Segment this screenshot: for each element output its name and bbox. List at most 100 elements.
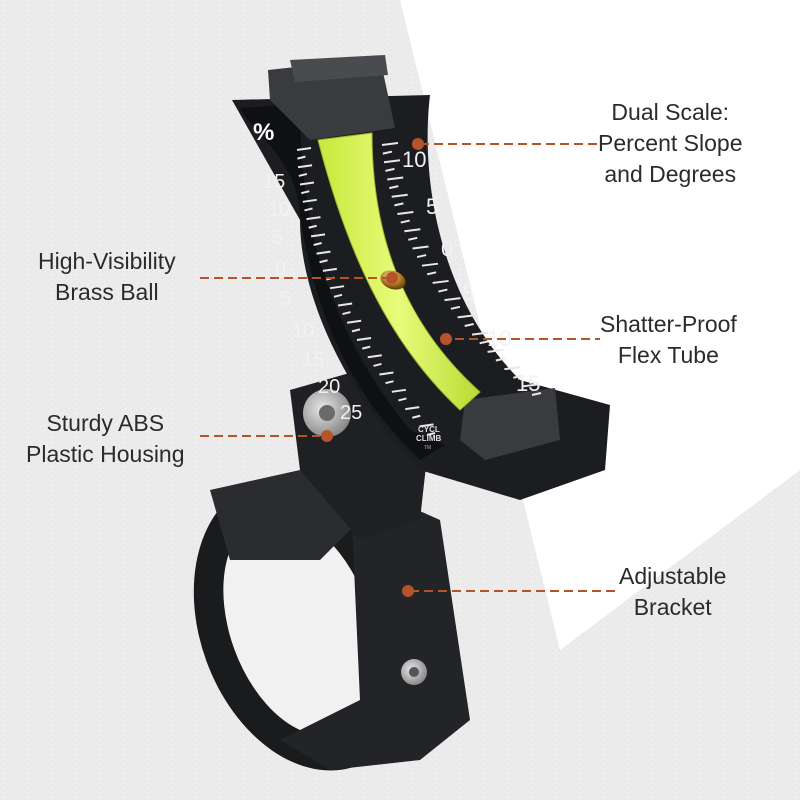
percent-tick-mark — [313, 242, 322, 246]
degree-tick-mark — [487, 348, 504, 353]
callout-brass-ball: High-Visibility Brass Ball — [38, 246, 176, 308]
percent-tick-mark — [304, 207, 313, 212]
brand-line2: CLIMB — [416, 434, 442, 443]
degree-tick-mark — [457, 314, 474, 319]
degree-tick-mark — [408, 236, 418, 241]
percent-tick-mark — [373, 362, 382, 367]
percent-tick-mark — [405, 406, 420, 411]
percent-tick-mark — [302, 198, 317, 203]
degree-tick-mark — [522, 383, 539, 388]
degree-tick-mark — [432, 279, 449, 284]
degree-tick-mark — [464, 323, 474, 328]
callout-abs-housing: Sturdy ABS Plastic Housing — [26, 408, 185, 470]
degree-tick-mark — [385, 167, 395, 172]
percent-tick-mark — [412, 414, 421, 419]
percent-tick-mark — [342, 311, 351, 316]
degree-tick-label: 5 — [426, 194, 438, 219]
degree-tick-mark — [471, 331, 489, 336]
callout-bracket: Adjustable Bracket — [619, 561, 726, 623]
percent-tick-mark — [351, 328, 361, 333]
percent-tick-mark — [316, 250, 331, 255]
percent-tick-mark — [310, 233, 326, 238]
percent-tick-mark — [319, 259, 328, 264]
callout-line: Flex Tube — [617, 342, 719, 368]
degree-tick-mark — [383, 159, 401, 164]
degree-tick-mark — [381, 142, 399, 146]
degree-tick-mark — [400, 219, 410, 224]
flex-tube — [317, 132, 481, 411]
callout-line: Dual Scale: — [611, 99, 730, 125]
percent-tick-mark — [306, 216, 321, 221]
degree-tick-mark — [450, 305, 461, 310]
degree-tick-mark — [394, 202, 404, 207]
adjustable-bracket — [193, 470, 470, 771]
degree-tick-mark — [421, 262, 439, 267]
percent-tick-mark — [298, 172, 308, 177]
percent-tick-mark — [391, 388, 407, 393]
callout-line: High-Visibility — [38, 248, 176, 274]
percent-tick-mark — [297, 155, 306, 160]
degree-tick-label: 5 — [462, 281, 474, 306]
percent-tick-mark — [301, 190, 310, 195]
degree-tick-mark — [495, 357, 506, 362]
abs-housing — [232, 55, 610, 500]
percent-tick-mark — [398, 397, 407, 402]
percent-tick-label: 10 — [292, 320, 314, 342]
percent-tick-label: 20 — [318, 376, 340, 398]
percent-tick-mark — [346, 319, 362, 324]
percent-tick-mark — [385, 380, 394, 385]
degree-tick-mark — [389, 185, 399, 190]
percent-tick-mark — [299, 181, 315, 186]
callout-line: Bracket — [633, 594, 712, 620]
percent-tick-label: 0 — [275, 258, 286, 280]
degree-tick-label: 10 — [402, 147, 426, 172]
percent-tick-mark — [333, 293, 343, 298]
percent-tick-mark — [329, 285, 345, 290]
percent-tick-mark — [356, 337, 372, 341]
degree-tick-mark — [412, 245, 429, 250]
percent-tick-mark — [296, 147, 312, 151]
callout-line: and Degrees — [604, 161, 737, 187]
callout-line: Plastic Housing — [26, 441, 185, 467]
percent-tick-mark — [297, 164, 313, 169]
callout-flex-tube: Shatter-Proof Flex Tube — [600, 309, 737, 371]
degree-tick-mark — [397, 210, 414, 215]
callout-line: Shatter-Proof — [600, 311, 737, 337]
percent-tick-label: 15 — [302, 349, 324, 371]
percent-tick-mark — [308, 224, 317, 229]
degree-tick-mark — [444, 297, 461, 302]
degree-tick-label: 0° — [441, 236, 462, 261]
callout-line: Adjustable — [619, 563, 727, 589]
callout-dual-scale: Dual Scale: Percent Slope and Degrees — [598, 97, 742, 190]
percent-symbol: % — [253, 119, 274, 146]
percent-tick-label: 25 — [340, 402, 362, 424]
degree-tick-mark — [404, 228, 421, 233]
brand-tm: TM — [424, 445, 431, 451]
degree-tick-mark — [513, 374, 523, 379]
degree-tick-mark — [382, 150, 393, 155]
degree-tick-mark — [531, 392, 542, 396]
percent-tick-mark — [362, 345, 371, 350]
degree-tick-mark — [426, 271, 437, 276]
percent-tick-mark — [322, 267, 337, 272]
percent-tick-mark — [426, 432, 436, 436]
percent-tick-mark — [379, 371, 394, 376]
percent-tick-mark — [338, 302, 353, 307]
degree-tick-mark — [387, 176, 404, 181]
degree-tick-mark — [416, 254, 427, 259]
percent-tick-label: 5 — [272, 227, 283, 249]
percent-tick-label: 10 — [268, 199, 290, 221]
degree-tick-mark — [479, 340, 489, 345]
degree-tick-label: 15 — [516, 371, 540, 396]
callout-line: Percent Slope — [598, 130, 743, 156]
brand-line1: CYCL — [418, 425, 440, 434]
degree-tick-mark — [438, 288, 448, 293]
percent-tick-label: 5 — [280, 288, 291, 310]
degree-tick-mark — [504, 366, 521, 371]
percent-tick-label: 15 — [263, 171, 285, 193]
percent-tick-mark — [419, 423, 434, 428]
callout-line: Brass Ball — [55, 279, 159, 305]
degree-tick-mark — [391, 193, 408, 198]
